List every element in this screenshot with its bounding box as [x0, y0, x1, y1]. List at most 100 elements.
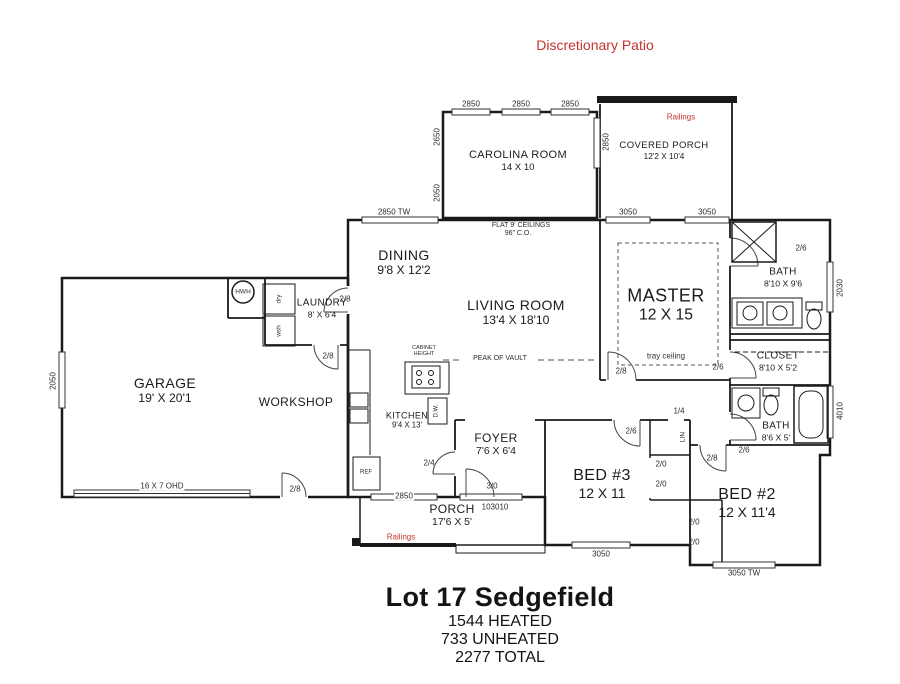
- room-label-garage: GARAGE 19' X 20'1: [134, 375, 196, 405]
- tray-ceiling-note: tray ceiling: [646, 351, 686, 361]
- room-dims: 12 X 15: [639, 306, 693, 324]
- railings-label-bottom: Railings: [386, 532, 416, 542]
- peak-of-vault-note: PEAK OF VAULT: [473, 354, 527, 362]
- porch-left-window-dim: 2850: [601, 133, 611, 151]
- carolina-window-dim-1: 2850: [462, 99, 480, 109]
- right-window-dim-lower: 4010: [835, 402, 845, 420]
- room-dims: 8' X 6'4: [307, 308, 337, 319]
- kitchen-fixtures: [349, 361, 450, 491]
- room-label-living: LIVING ROOM 13'4 X 18'10: [467, 297, 565, 327]
- room-name: CAROLINA ROOM: [468, 149, 568, 162]
- room-label-closet: CLOSET 8'10 X 5'2: [757, 350, 799, 372]
- room-label-hall-bath: BATH 8'6 X 5': [762, 420, 790, 442]
- right-window-dim-upper: 2030: [835, 279, 845, 297]
- hwh-label: HWH: [235, 288, 251, 296]
- garage-door-dim: 2/8: [289, 484, 301, 494]
- room-dims: 13'4 X 18'10: [482, 313, 550, 328]
- room-name: FOYER: [474, 431, 518, 446]
- dishwasher-label: D.W.: [433, 404, 440, 418]
- bed2-window-dim: 3050 TW: [727, 568, 761, 578]
- total-area: 2277 TOTAL: [455, 649, 545, 667]
- carolina-left-dim-lower: 2050: [432, 184, 442, 202]
- room-label-dining: DINING 9'8 X 12'2: [377, 247, 430, 277]
- washer-label: wsh: [275, 325, 283, 337]
- linen-door-dim: 1/4: [673, 406, 685, 416]
- laundry-door-dim: 2/8: [339, 294, 351, 304]
- room-name: BATH: [762, 420, 790, 432]
- room-name: KITCHEN: [385, 410, 429, 421]
- room-name: BATH: [769, 266, 797, 278]
- room-dims: 14 X 10: [501, 161, 535, 173]
- bed2-closet-door-dim-1: 2/0: [688, 517, 700, 527]
- room-name: DINING: [378, 246, 430, 263]
- cabinet-height-note: CABINET HEIGHT: [412, 344, 436, 357]
- room-label-kitchen: KITCHEN 9'4 X 13': [386, 410, 428, 429]
- master-window-dim-1: 3050: [618, 207, 638, 217]
- closet-bifold-dim-1: 2/0: [655, 459, 667, 469]
- heated-area: 1544 HEATED: [448, 613, 552, 630]
- room-label-bed3: BED #3 12 X 11: [573, 467, 631, 501]
- ceiling-lines: [443, 242, 719, 366]
- bed3-door-dim: 2/6: [625, 426, 637, 436]
- room-dims: 8'10 X 9'6: [763, 277, 803, 288]
- front-door-dim: 3/0: [486, 481, 498, 491]
- room-dims: 7'6 X 6'4: [476, 445, 516, 457]
- bed2-closet-door-dim-2: 2/0: [688, 537, 700, 547]
- room-label-bed2: BED #2 12 X 11'4: [718, 486, 776, 520]
- room-dims: 12 X 11: [578, 485, 626, 502]
- hall-bath-door-dim: 2/6: [738, 445, 750, 455]
- unheated-area: 733 UNHEATED: [441, 631, 559, 649]
- carolina-left-dim-upper: 2650: [432, 128, 442, 146]
- room-label-porch: PORCH 17'6 X 5': [429, 502, 474, 529]
- master-window-dim-2: 3050: [697, 207, 717, 217]
- ceiling-co-note: 96" C.O.: [504, 229, 532, 237]
- room-label-laundry: LAUNDRY 8' X 6'4: [297, 297, 347, 319]
- flat-ceiling-note: FLAT 9' CEILINGS: [490, 221, 552, 231]
- room-name: LAUNDRY: [296, 297, 348, 309]
- room-name: MASTER: [627, 285, 705, 306]
- master-bath-door-dim: 2/6: [795, 243, 807, 253]
- laundry-fixtures: [231, 280, 296, 347]
- room-label-carolina: CAROLINA ROOM 14 X 10: [469, 149, 567, 173]
- ref-label: REF: [360, 469, 372, 476]
- kitchen-door-dim: 2/4: [423, 458, 435, 468]
- room-label-foyer: FOYER 7'6 X 6'4: [474, 431, 518, 458]
- bed2-door-dim: 2/8: [706, 453, 718, 463]
- room-dims: 8'6 X 5': [761, 431, 791, 442]
- garage-window-dim: 2050: [48, 372, 58, 390]
- room-dims: 8'10 X 5'2: [758, 361, 798, 372]
- linen-label: LIN: [679, 431, 687, 443]
- laundry-door2-dim: 2/8: [322, 351, 334, 361]
- closet-bifold-dim-2: 2/0: [655, 479, 667, 489]
- room-label-workshop: WORKSHOP: [258, 395, 334, 410]
- overhead-door-label: 16 X 7 OHD: [139, 481, 185, 491]
- room-dims: 9'8 X 12'2: [377, 263, 431, 278]
- carolina-window-dim-2: 2850: [512, 99, 530, 109]
- room-dims: 19' X 20'1: [138, 391, 192, 406]
- room-name: COVERED PORCH: [619, 139, 709, 151]
- room-dims: 12'2 X 10'4: [643, 151, 685, 161]
- room-label-covered-porch: COVERED PORCH 12'2 X 10'4: [619, 139, 709, 161]
- plan-title: Lot 17 Sedgefield: [385, 582, 615, 612]
- room-name: WORKSHOP: [258, 395, 334, 410]
- room-label-master: MASTER 12 X 15: [627, 286, 704, 325]
- room-name: GARAGE: [133, 374, 197, 391]
- room-label-master-bath: BATH 8'10 X 9'6: [764, 266, 802, 288]
- discretionary-patio-label: Discretionary Patio: [536, 36, 654, 53]
- room-name: BED #2: [718, 485, 776, 503]
- room-dims: 17'6 X 5': [432, 516, 472, 528]
- railings-label-top: Railings: [666, 112, 696, 122]
- master-door-dim: 2/8: [615, 366, 627, 376]
- bed3-window-dim: 3050: [592, 549, 610, 559]
- plan-footer: Lot 17 Sedgefield 1544 HEATED 733 UNHEAT…: [386, 582, 615, 668]
- room-name: CLOSET: [756, 350, 800, 362]
- carolina-window-dim-3: 2850: [561, 99, 579, 109]
- room-dims: 12 X 11'4: [718, 504, 776, 521]
- room-name: BED #3: [573, 466, 631, 484]
- room-dims: 9'4 X 13': [392, 420, 422, 430]
- door-swings: [281, 237, 759, 498]
- dining-window-dim: 2850 TW: [376, 207, 412, 217]
- bath-fixtures: [731, 221, 829, 444]
